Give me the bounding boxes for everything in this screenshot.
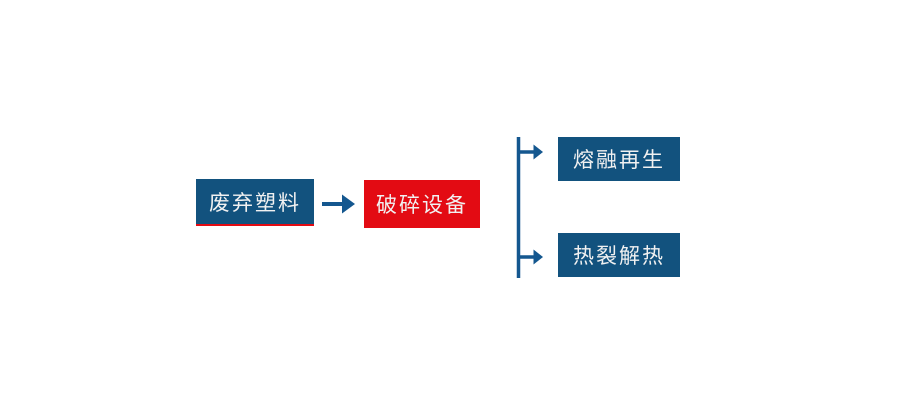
arrow-right-icon <box>322 194 355 214</box>
node-waste-plastic-label: 废弃塑料 <box>209 191 301 215</box>
node-melt-regeneration: 熔融再生 <box>558 137 680 181</box>
branch-top-arrow-head <box>533 144 543 160</box>
node-pyrolysis-heat-label: 热裂解热 <box>573 245 665 268</box>
branch-bottom-arrow-head <box>533 249 543 265</box>
node-waste-plastic: 废弃塑料 <box>196 179 314 226</box>
node-crushing-equipment-label: 破碎设备 <box>376 194 468 217</box>
node-crushing-equipment: 破碎设备 <box>364 180 480 228</box>
branch-connector <box>516 137 543 278</box>
node-melt-regeneration-label: 熔融再生 <box>573 149 665 172</box>
node-pyrolysis-heat: 热裂解热 <box>558 233 680 277</box>
arrow-head <box>342 194 355 214</box>
